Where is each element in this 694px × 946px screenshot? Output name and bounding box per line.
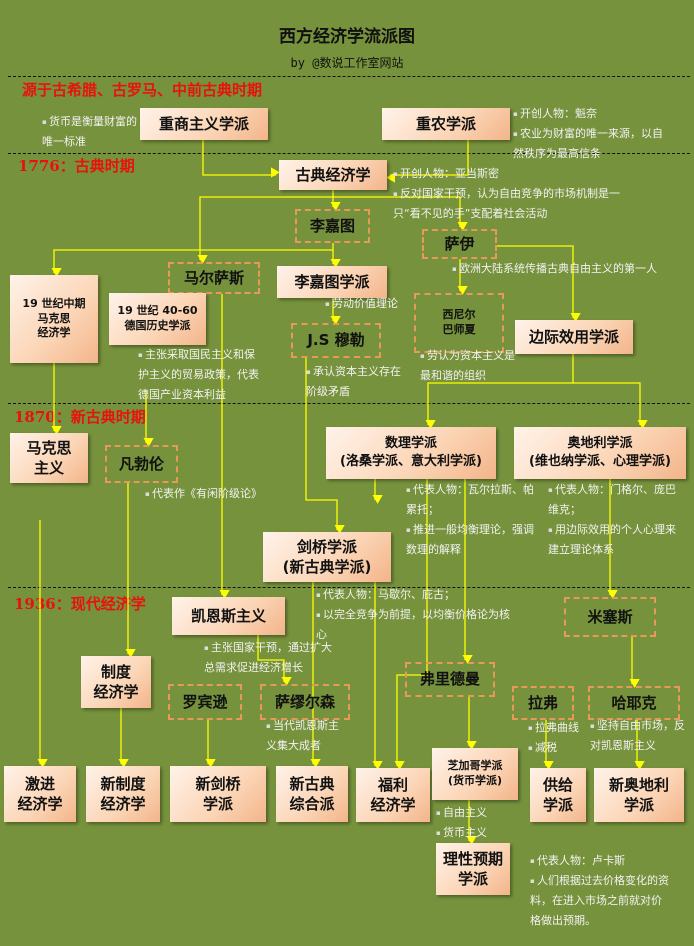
era-divider — [8, 153, 690, 154]
node-mercantilism: 重商主义学派 — [140, 108, 268, 140]
era-label-modern: 1936：现代经济学 — [14, 595, 146, 613]
note-german: 主张采取国民主义和保护主义的贸易政策，代表德国产业资本利益 — [138, 345, 260, 405]
node-friedman: 弗里德曼 — [405, 662, 495, 697]
node-cambridge-school: 剑桥学派 (新古典学派) — [263, 532, 391, 582]
note-samuelson: 当代凯恩斯主义集大成者 — [266, 716, 348, 756]
note-physiocrats: 开创人物：魁奈农业为财富的唯一来源，以自然秩序为最高信条 — [513, 104, 673, 164]
node-rational-expectations: 理性预期 学派 — [436, 843, 510, 895]
node-institutional: 制度 经济学 — [81, 656, 151, 708]
note-ricardian: 劳动价值理论 — [325, 294, 415, 314]
note-laffer: 拉弗曲线减税 — [528, 718, 592, 758]
note-hayek: 坚持自由市场，反对凯恩斯主义 — [590, 716, 692, 756]
node-marx-economics: 19 世纪中期 马克思 经济学 — [10, 275, 98, 363]
node-ricardian-school: 李嘉图学派 — [277, 266, 387, 298]
node-neoclassical-synthesis: 新古典 综合派 — [276, 766, 348, 822]
node-new-cambridge: 新剑桥 学派 — [170, 766, 266, 822]
node-welfare: 福利 经济学 — [356, 768, 430, 822]
note-mercantilism: 货币是衡量财富的唯一标准 — [42, 112, 140, 152]
era-label-classical: 1776：古典时期 — [18, 157, 135, 175]
node-ricardo: 李嘉图 — [295, 209, 370, 243]
node-neo-austrian: 新奥地利 学派 — [594, 768, 684, 822]
node-classical: 古典经济学 — [279, 160, 387, 190]
node-veblen: 凡勃伦 — [105, 445, 178, 483]
note-cambridge: 代表人物：马歇尔、庇古；以完全竞争为前提，以均衡价格论为核心 — [316, 585, 516, 645]
note-chicago: 自由主义货币主义 — [436, 803, 516, 843]
note-math: 代表人物：瓦尔拉斯、帕累托；推进一般均衡理论，强调数理的解释 — [406, 480, 534, 560]
node-malthus: 马尔萨斯 — [168, 262, 260, 294]
node-radical: 激进 经济学 — [4, 766, 76, 822]
node-samuelson: 萨缪尔森 — [260, 684, 350, 720]
diagram-subtitle: by @数说工作室网站 — [290, 56, 404, 70]
node-chicago: 芝加哥学派 (货币学派) — [432, 748, 518, 800]
diagram-title: 西方经济学流派图 — [279, 27, 415, 47]
node-new-institutional: 新制度 经济学 — [86, 766, 160, 822]
node-marxism: 马克思 主义 — [10, 433, 88, 483]
node-supply-side: 供给 学派 — [530, 768, 586, 822]
note-mill: 承认资本主义存在阶级矛盾 — [306, 362, 402, 402]
node-say: 萨伊 — [422, 229, 497, 259]
node-laffer: 拉弗 — [512, 686, 574, 720]
note-senior: 劳认为资本主义是最和谐的组织 — [420, 346, 520, 386]
node-german-historical: 19 世纪 40-60 德国历史学派 — [109, 293, 206, 345]
node-senior-bastiat: 西尼尔 巴师夏 — [414, 293, 504, 353]
note-austrian: 代表人物：门格尔、庞巴维克；用边际效用的个人心理来建立理论体系 — [548, 480, 678, 560]
era-divider — [8, 403, 690, 404]
node-mises: 米塞斯 — [564, 597, 656, 637]
era-label-ancient: 源于古希腊、古罗马、中前古典时期 — [22, 81, 263, 99]
note-veblen: 代表作《有闲阶级论》 — [145, 484, 305, 504]
node-austrian-school: 奥地利学派 (维也纳学派、心理学派) — [514, 427, 686, 479]
era-divider — [8, 76, 690, 77]
note-classical: 开创人物：亚当斯密反对国家干预，认为自由竞争的市场机制是一只“看不见的手”支配着… — [393, 164, 643, 224]
note-say: 欧洲大陆系统传播古典自由主义的第一人 — [452, 259, 682, 279]
node-marginal-utility: 边际效用学派 — [515, 320, 633, 354]
node-keynesianism: 凯恩斯主义 — [172, 597, 285, 635]
node-mathematical-school: 数理学派 (洛桑学派、意大利学派) — [326, 427, 496, 479]
node-physiocrats: 重农学派 — [382, 108, 510, 140]
note-rational: 代表人物：卢卡斯人们根据过去价格变化的资料，在进入市场之前就对价格做出预期。 — [530, 851, 672, 931]
node-js-mill: J.S 穆勒 — [291, 323, 381, 358]
era-label-neoclassical: 1870：新古典时期 — [14, 408, 146, 426]
node-robinson: 罗宾逊 — [168, 684, 242, 720]
node-hayek: 哈耶克 — [588, 686, 680, 720]
note-keynes: 主张国家干预，通过扩大总需求促进经济增长 — [204, 638, 336, 678]
